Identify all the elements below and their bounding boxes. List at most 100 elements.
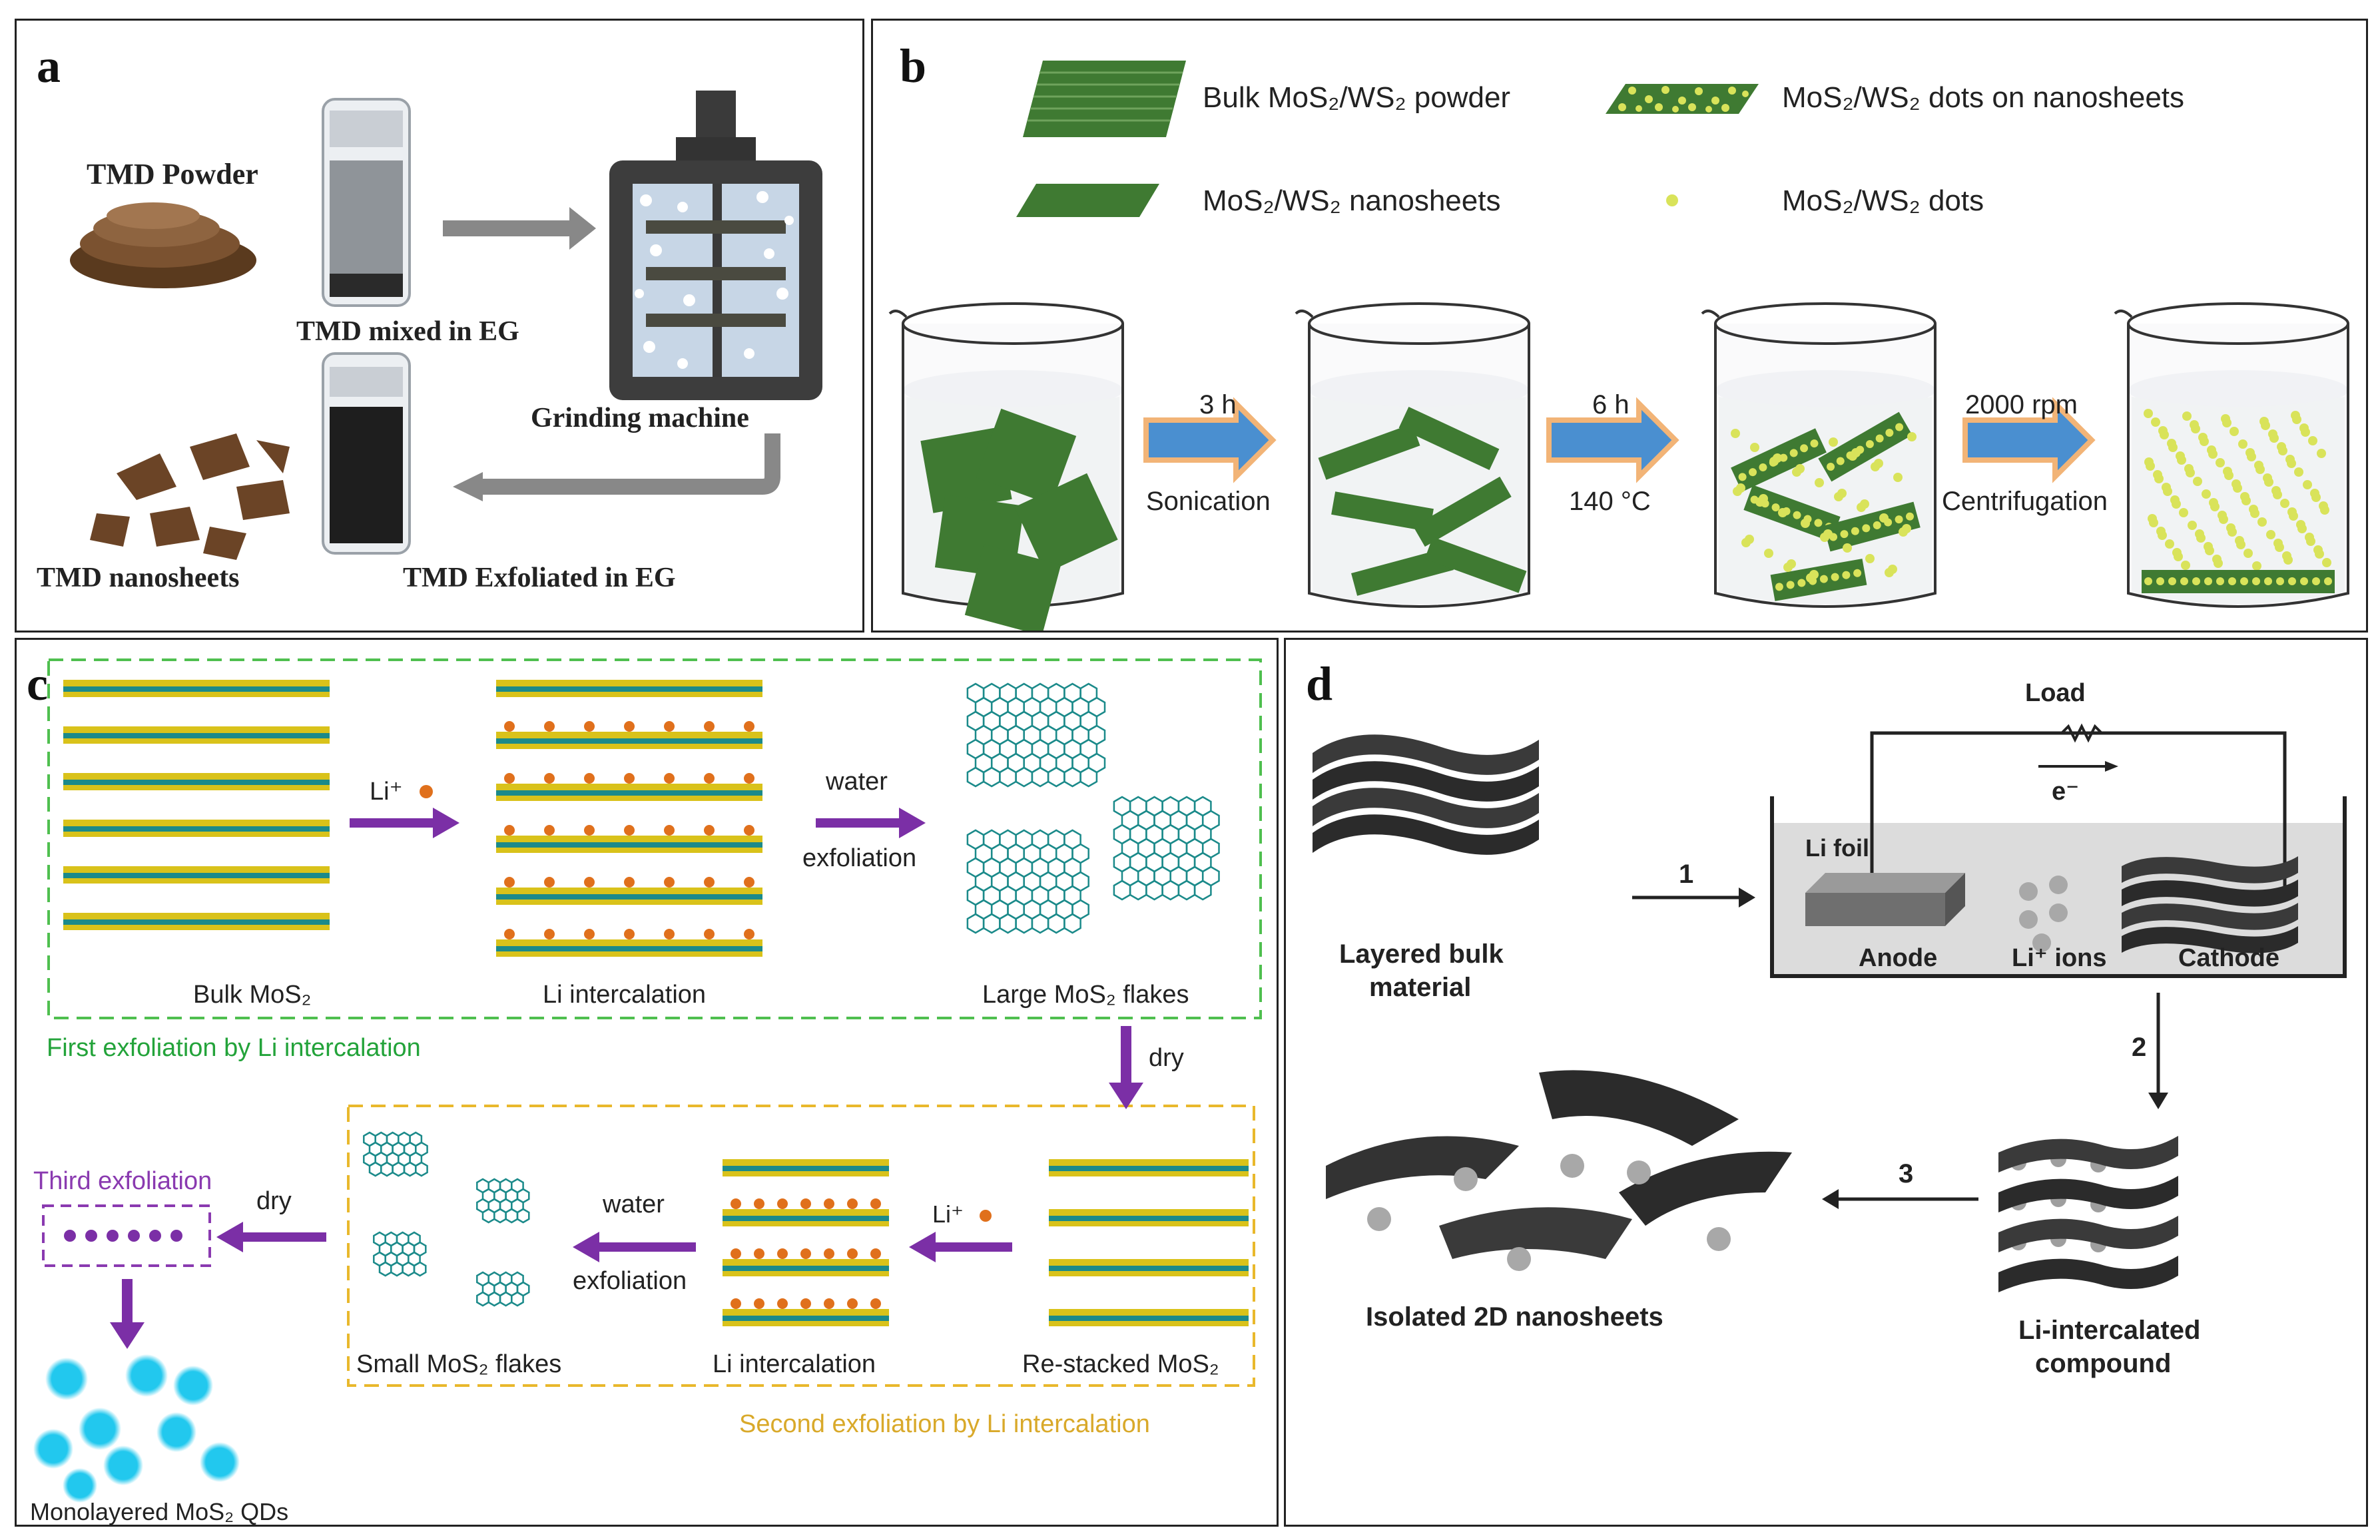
arrow-dry-left <box>216 1222 326 1252</box>
li-intercalated-stack-2 <box>723 1159 889 1326</box>
arrow-return <box>453 433 780 501</box>
arrow-qd-down <box>110 1279 145 1349</box>
li-ions-label: Li⁺ ions <box>2012 944 2107 972</box>
beaker-3 <box>1701 302 1936 608</box>
dry-label-1: dry <box>1149 1044 1184 1072</box>
large-flakes-label: Large MoS₂ flakes <box>982 981 1189 1009</box>
step-arrow-1 <box>1143 397 1277 483</box>
legend-bulk-icon <box>1023 61 1186 137</box>
step-2-number: 2 <box>2132 1033 2146 1062</box>
exfoliation-label-1: exfoliation <box>802 844 916 872</box>
beaker-2 <box>1295 302 1530 608</box>
arrow-li-2 <box>909 1232 1012 1262</box>
legend-dots-on-nanosheets-icon <box>1606 84 1759 114</box>
step-1-bottom: Sonication <box>1146 487 1271 516</box>
arrow-to-grinding <box>443 207 596 250</box>
large-flake-3 <box>966 829 1089 934</box>
step-2-bottom: 140 °C <box>1569 487 1651 516</box>
tmd-powder-label: TMD Powder <box>87 158 258 190</box>
legend-nanosheets-label: MoS₂/WS₂ nanosheets <box>1203 184 1500 217</box>
second-exfoliation-label: Second exfoliation by Li intercalation <box>739 1410 1150 1438</box>
arrow-step-1 <box>1632 888 1755 907</box>
layered-bulk-label-1: Layered bulk <box>1339 939 1504 969</box>
li-intercalated-compound-image <box>1998 1136 2178 1292</box>
grinding-machine-image <box>609 91 822 400</box>
panel-d: d Layered bulk material 1 Load e⁻ Li foi… <box>1284 638 2368 1527</box>
layered-bulk-label-2: material <box>1369 973 1471 1002</box>
li-plus-label-1: Li⁺ <box>370 778 403 806</box>
water-label-2: water <box>602 1190 665 1218</box>
bulk-mos2-stack <box>63 680 330 930</box>
legend-nanosheet-icon <box>1016 184 1159 217</box>
restacked-label: Re-stacked MoS₂ <box>1022 1350 1219 1378</box>
step-3-top: 2000 rpm <box>1965 390 2078 419</box>
beakers <box>888 302 2349 636</box>
tmd-exfoliated-label: TMD Exfoliated in EG <box>403 563 676 593</box>
beaker-4 <box>2114 302 2349 608</box>
panel-c: c Li⁺ Bulk MoS₂ Li intercalation water e… <box>15 638 1279 1527</box>
small-flake-3 <box>373 1231 427 1277</box>
li-ion-icon-2 <box>980 1210 992 1222</box>
small-flakes-label: Small MoS₂ flakes <box>356 1350 561 1378</box>
li-ions-icon <box>2019 876 2068 952</box>
li-compound-label-2: compound <box>2035 1349 2171 1378</box>
arrow-dry-down <box>1109 1026 1143 1109</box>
panel-c-letter: c <box>27 657 48 710</box>
load-label: Load <box>2025 679 2086 707</box>
bulk-mos2-label: Bulk MoS₂ <box>193 981 311 1009</box>
layered-bulk-image <box>1313 734 1539 855</box>
third-exfoliation-dots <box>64 1230 182 1242</box>
small-flake-4 <box>476 1271 530 1307</box>
isolated-nanosheets-label: Isolated 2D nanosheets <box>1366 1302 1663 1332</box>
exfoliation-label-2: exfoliation <box>573 1267 687 1295</box>
first-exfoliation-label: First exfoliation by Li intercalation <box>47 1034 421 1062</box>
water-label-1: water <box>825 768 888 796</box>
arrow-li-1 <box>350 808 459 838</box>
large-flake-2 <box>1113 796 1220 901</box>
cathode-stack-image <box>2122 856 2298 953</box>
step-1-number: 1 <box>1679 860 1693 889</box>
anode-label: Anode <box>1859 944 1937 972</box>
arrow-water-2 <box>573 1232 696 1262</box>
panel-b-letter: b <box>900 39 926 93</box>
first-exfoliation-box <box>47 658 1262 1019</box>
third-exfoliation-box <box>42 1204 211 1267</box>
li-compound-label-1: Li-intercalated <box>2018 1316 2200 1345</box>
mos2-stacks <box>63 680 1249 1326</box>
li-intercalation-label-2: Li intercalation <box>713 1350 876 1378</box>
electron-label: e⁻ <box>2052 778 2079 806</box>
legend-bulk-label: Bulk MoS₂/WS₂ powder <box>1203 81 1510 114</box>
tmd-powder-image <box>70 202 256 288</box>
panel-a-letter: a <box>37 39 61 93</box>
legend-dots-on-nanosheets-label: MoS₂/WS₂ dots on nanosheets <box>1782 81 2184 114</box>
second-exfoliation-box <box>347 1105 1255 1387</box>
panel-a: a TMD Powder TMD mixed in EG <box>15 19 864 633</box>
beaker-1 <box>888 302 1124 636</box>
li-intercalation-label-1: Li intercalation <box>543 981 706 1009</box>
panel-c-svg: c Li⁺ Bulk MoS₂ Li intercalation water e… <box>27 657 1262 1525</box>
arrow-water-1 <box>816 808 926 838</box>
panel-d-letter: d <box>1306 657 1333 710</box>
vial-mixed <box>322 98 411 307</box>
grinding-machine-label: Grinding machine <box>531 403 749 433</box>
arrow-step-2 <box>2148 993 2168 1109</box>
mos2-hex-flakes <box>363 682 1220 1307</box>
step-2-top: 6 h <box>1592 390 1630 419</box>
li-intercalated-stack-1 <box>496 680 762 957</box>
tmd-nanosheets-image <box>90 433 290 560</box>
step-3-number: 3 <box>1899 1159 1913 1188</box>
li-foil-label: Li foil <box>1805 834 1869 862</box>
legend-dots-label: MoS₂/WS₂ dots <box>1782 184 1984 217</box>
small-flake-2 <box>476 1178 530 1224</box>
arrow-step-3 <box>1822 1189 1978 1209</box>
qds-label: Monolayered MoS₂ QDs <box>30 1498 288 1525</box>
tmd-mixed-label: TMD mixed in EG <box>296 316 519 347</box>
panel-a-svg: a TMD Powder TMD mixed in EG <box>37 39 822 593</box>
step-3-bottom: Centrifugation <box>1942 487 2108 516</box>
restacked-mos2-stack <box>1049 1159 1249 1326</box>
isolated-nanosheets-image <box>1326 1070 1792 1271</box>
step-arrow-2 <box>1546 397 1679 483</box>
mos2-qds-image <box>33 1354 240 1503</box>
third-exfoliation-label: Third exfoliation <box>33 1167 212 1195</box>
